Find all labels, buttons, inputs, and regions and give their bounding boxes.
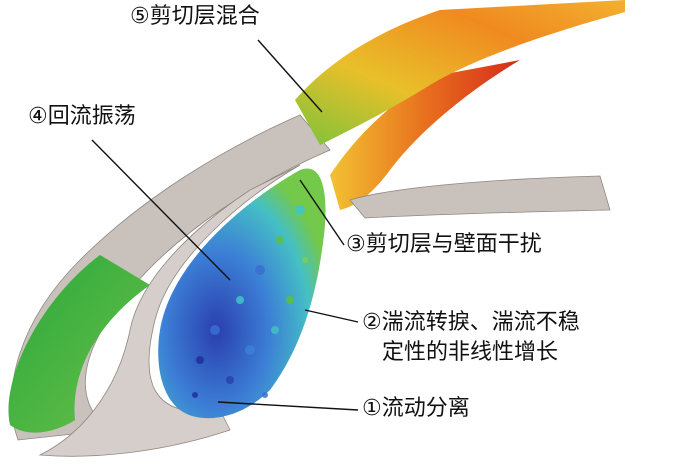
label-shear-layer-wall-interference-text: ③剪切层与壁面干扰 — [346, 232, 542, 257]
leader-line-2 — [305, 310, 358, 322]
label-turbulence-transition: ②湍流转捩、湍流不稳 定性的非线性增长 — [362, 308, 580, 368]
label-shear-layer-wall-interference: ③剪切层与壁面干扰 — [346, 232, 542, 258]
leader-line-5 — [258, 40, 322, 112]
label-turbulence-transition-line2: 定性的非线性增长 — [362, 338, 580, 368]
label-flow-separation-text: ①流动分离 — [362, 396, 470, 421]
label-shear-layer-mixing-text: ⑤剪切层混合 — [130, 4, 260, 29]
label-recirculation-oscillation: ④回流振荡 — [28, 104, 136, 130]
label-recirculation-oscillation-text: ④回流振荡 — [28, 104, 136, 129]
label-turbulence-transition-line1: ②湍流转捩、湍流不稳 — [362, 310, 580, 335]
label-shear-layer-mixing: ⑤剪切层混合 — [130, 4, 260, 30]
main-element-plate — [350, 176, 610, 218]
label-flow-separation: ①流动分离 — [362, 396, 470, 422]
